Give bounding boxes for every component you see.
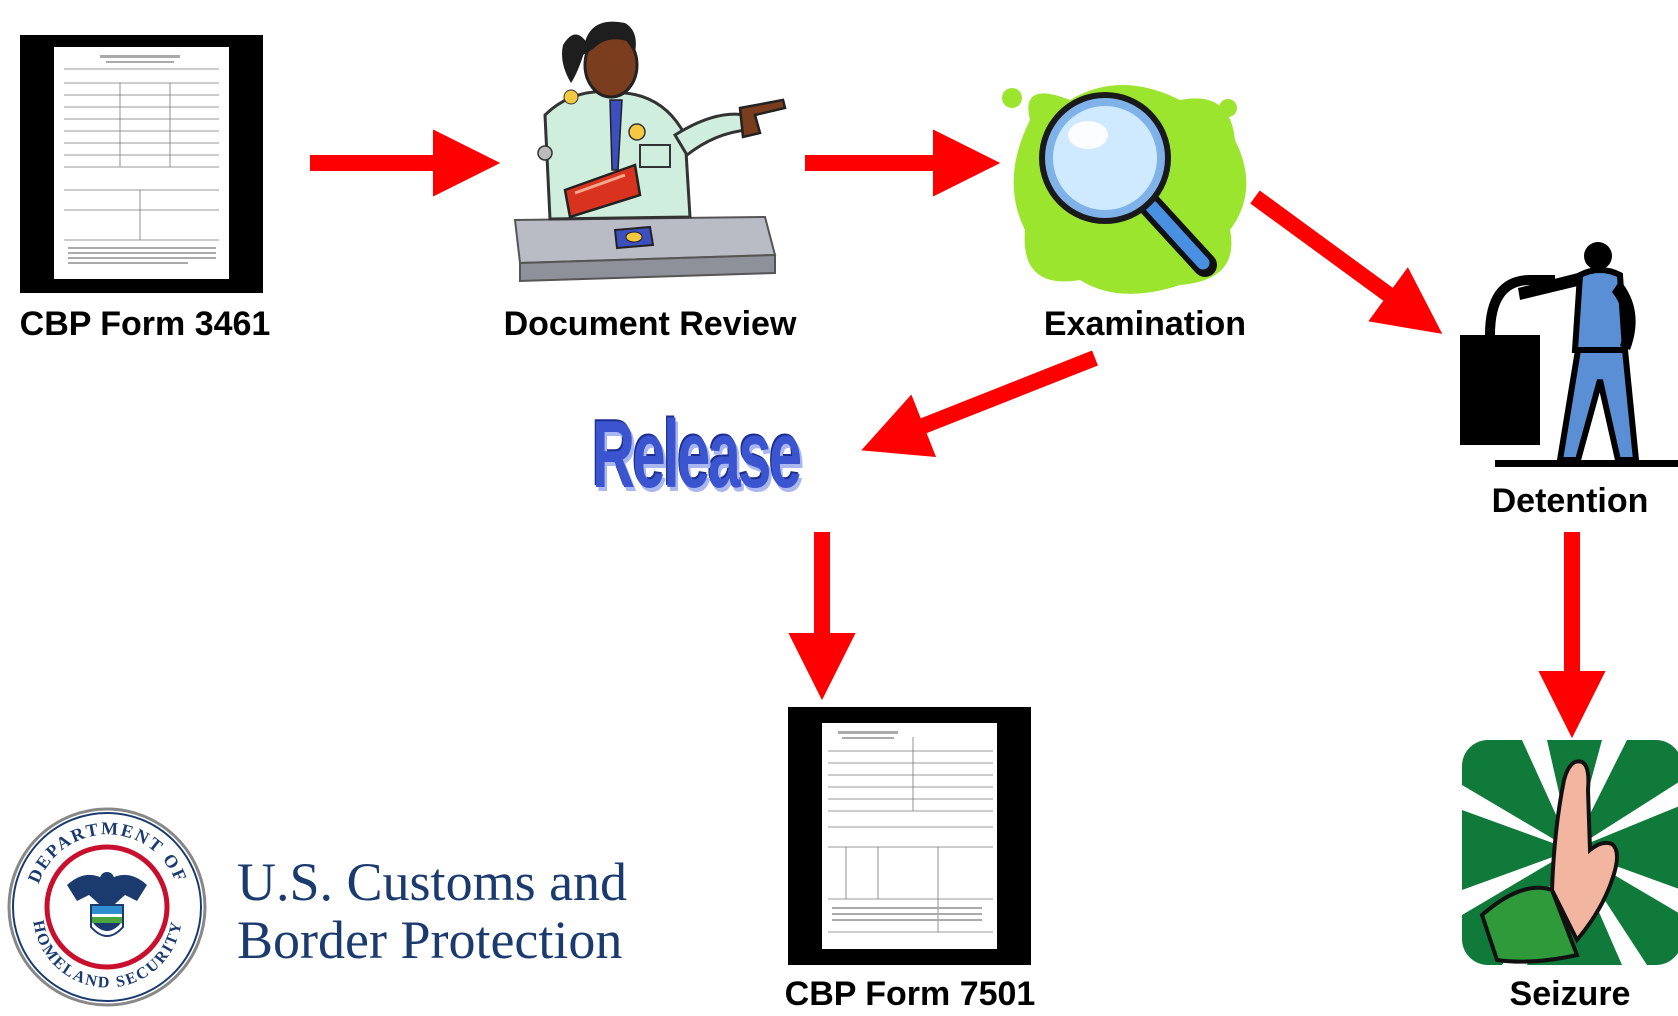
detention-label: Detention bbox=[1491, 482, 1649, 520]
form-7501-label: CBP Form 7501 bbox=[784, 975, 1036, 1013]
form-3461-image bbox=[20, 35, 263, 293]
arrow-examination-to-detention bbox=[1250, 190, 1443, 334]
magnifier-clipart bbox=[1002, 85, 1247, 294]
detention-clipart bbox=[1460, 242, 1678, 467]
examination-label: Examination bbox=[1043, 305, 1247, 343]
form-7501-image bbox=[788, 707, 1031, 965]
seizure-clipart bbox=[1462, 740, 1678, 965]
release-wordart: Release bbox=[592, 401, 802, 508]
agency-name: U.S. Customs and Border Protection bbox=[237, 853, 627, 969]
officer-clipart bbox=[513, 21, 787, 283]
seizure-label: Seizure bbox=[1509, 975, 1631, 1013]
agency-name-line1: U.S. Customs and bbox=[237, 852, 628, 912]
agency-name-line2: Border Protection bbox=[237, 910, 623, 970]
dhs-seal-logo: DEPARTMENT OF HOMELAND SECURITY bbox=[7, 807, 207, 1007]
form-3461-label: CBP Form 3461 bbox=[19, 305, 271, 343]
arrow-examination-to-release bbox=[861, 350, 1098, 457]
document-review-label: Document Review bbox=[503, 305, 797, 343]
